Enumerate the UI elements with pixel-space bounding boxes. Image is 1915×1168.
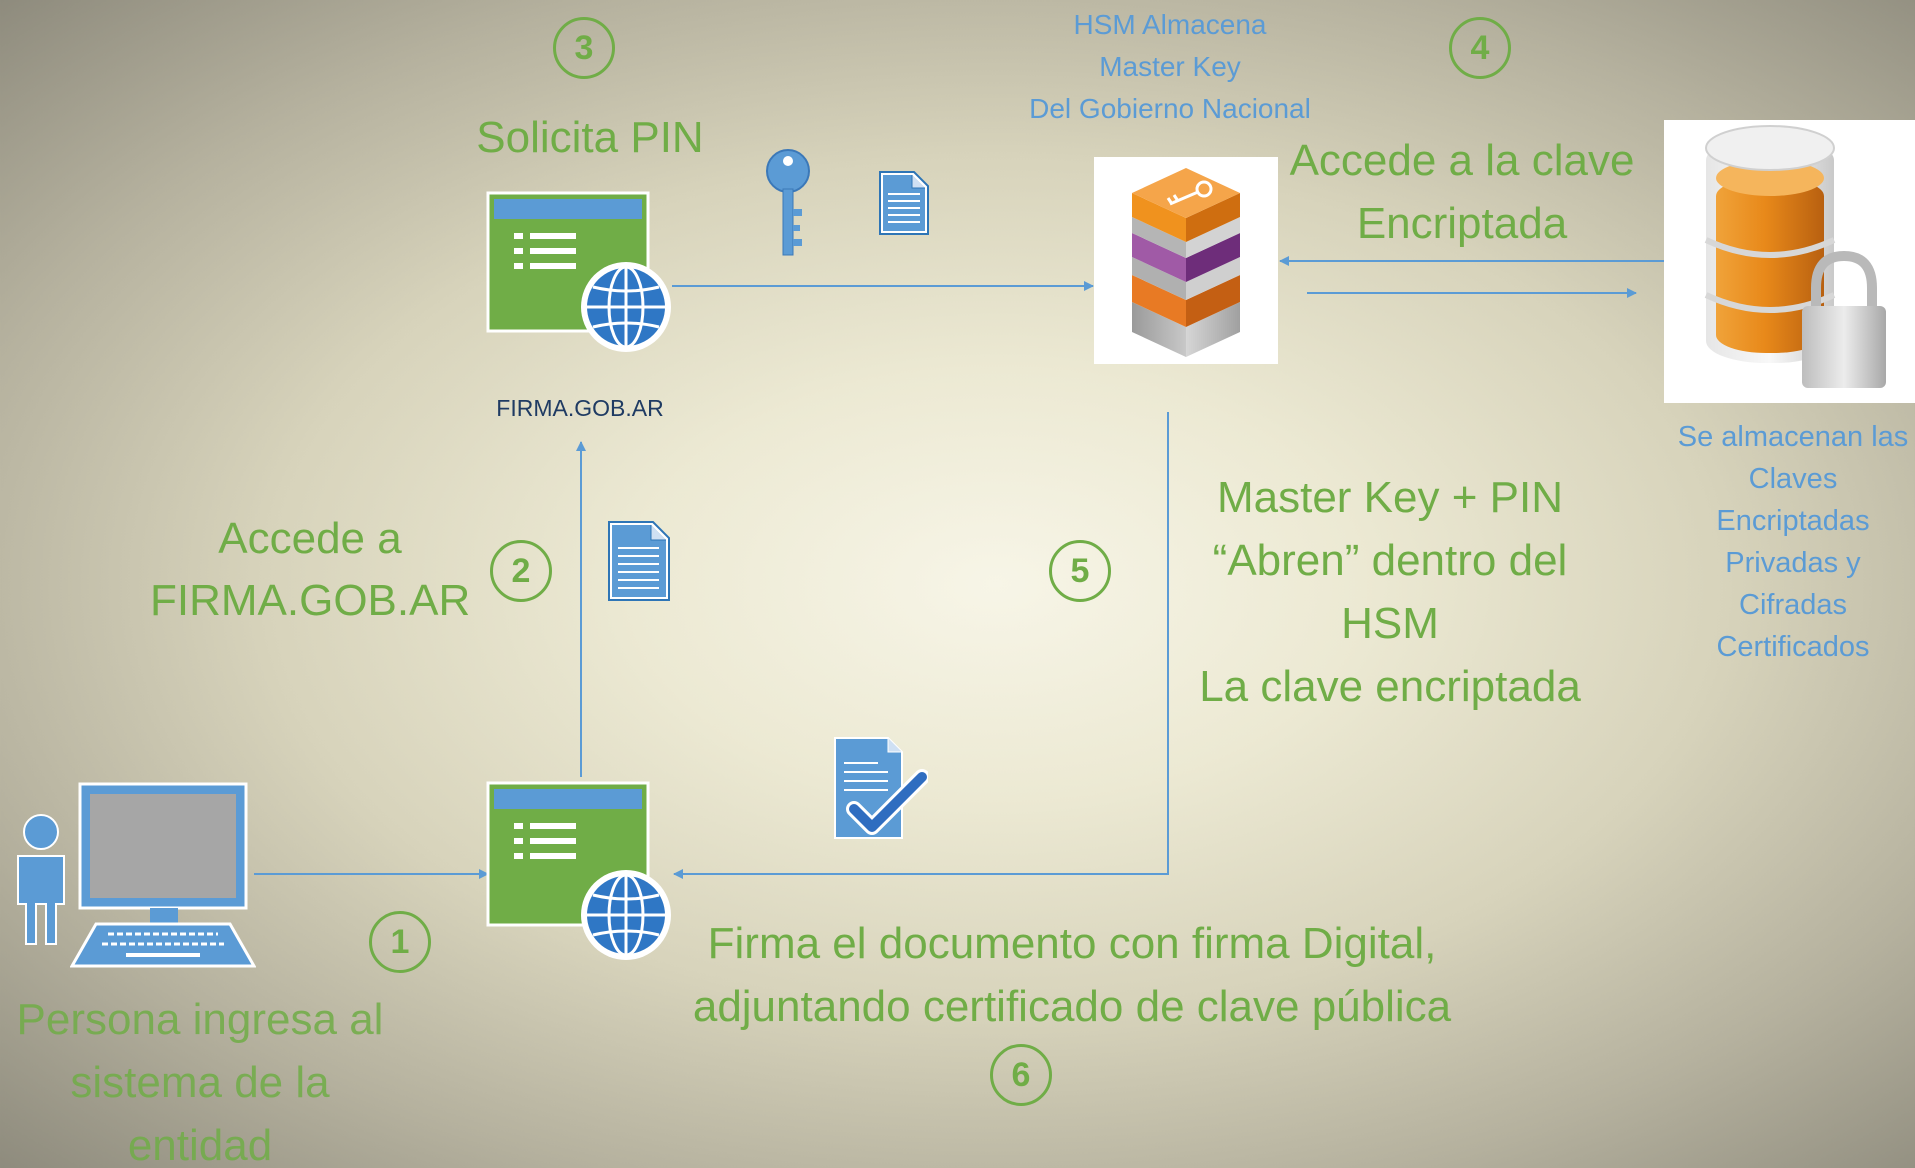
accede-firma-line-1: Accede a bbox=[218, 514, 402, 563]
web-app-globe-icon bbox=[486, 191, 676, 356]
master-key-line-1: Master Key + PIN bbox=[1216, 473, 1563, 522]
master-key-label: Master Key + PIN “Abren” dentro del HSM … bbox=[1170, 466, 1610, 718]
step-1-badge: 1 bbox=[369, 911, 431, 973]
storage-description-line-3: Encriptadas bbox=[1716, 505, 1870, 537]
master-key-line-4: La clave encriptada bbox=[1199, 662, 1581, 711]
storage-description: Se almacenan las Claves Encriptadas Priv… bbox=[1663, 416, 1915, 668]
persona-line-2: sistema de la bbox=[70, 1058, 330, 1107]
computer-icon bbox=[70, 782, 256, 970]
accede-firma-label: Accede a FIRMA.GOB.AR bbox=[150, 508, 470, 632]
user-icon bbox=[12, 812, 70, 946]
accede-clave-line-2: Encriptada bbox=[1356, 199, 1568, 248]
storage-description-line-1: Se almacenan las bbox=[1677, 421, 1909, 453]
storage-description-line-4: Privadas y bbox=[1725, 547, 1861, 579]
step-2-badge: 2 bbox=[490, 540, 552, 602]
storage-description-line-5: Cifradas bbox=[1739, 589, 1847, 621]
storage-description-line-6: Certificados bbox=[1716, 631, 1870, 663]
storage-description-line-2: Claves bbox=[1748, 463, 1838, 495]
firma-documento-label: Firma el documento con firma Digital, ad… bbox=[672, 912, 1472, 1038]
arrow-hsm-to-web bbox=[673, 412, 1169, 879]
document-icon bbox=[607, 520, 671, 602]
firma-gob-ar-label: FIRMA.GOB.AR bbox=[496, 395, 664, 421]
master-key-line-3: HSM bbox=[1341, 599, 1439, 648]
hsm-description-line-3: Del Gobierno Nacional bbox=[1029, 93, 1311, 124]
persona-label: Persona ingresa al sistema de la entidad bbox=[0, 988, 400, 1168]
master-key-line-2: “Abren” dentro del bbox=[1212, 536, 1568, 585]
accede-clave-label: Accede a la clave Encriptada bbox=[1262, 129, 1662, 255]
firma-documento-line-1: Firma el documento con firma Digital, bbox=[707, 919, 1437, 968]
step-4-badge: 4 bbox=[1449, 17, 1511, 79]
hsm-description-line-1: HSM Almacena bbox=[1073, 9, 1267, 40]
step-3-badge: 3 bbox=[553, 17, 615, 79]
key-icon bbox=[765, 147, 813, 259]
step-5-badge: 5 bbox=[1049, 540, 1111, 602]
persona-line-1: Persona ingresa al bbox=[16, 995, 384, 1044]
hsm-description-line-2: Master Key bbox=[1099, 51, 1241, 82]
accede-firma-line-2: FIRMA.GOB.AR bbox=[150, 576, 471, 625]
firma-documento-line-2: adjuntando certificado de clave pública bbox=[692, 982, 1452, 1031]
web-app-globe-icon bbox=[486, 781, 676, 972]
step-6-badge: 6 bbox=[990, 1044, 1052, 1106]
accede-clave-line-1: Accede a la clave bbox=[1289, 136, 1635, 185]
hsm-description: HSM Almacena Master Key Del Gobierno Nac… bbox=[1000, 4, 1340, 130]
hsm-server-icon bbox=[1094, 157, 1278, 364]
signed-document-icon bbox=[832, 735, 928, 841]
solicita-pin-label: Solicita PIN bbox=[476, 113, 704, 162]
document-icon bbox=[878, 170, 930, 236]
encrypted-database-icon bbox=[1664, 120, 1915, 403]
persona-line-3: entidad bbox=[127, 1121, 273, 1168]
